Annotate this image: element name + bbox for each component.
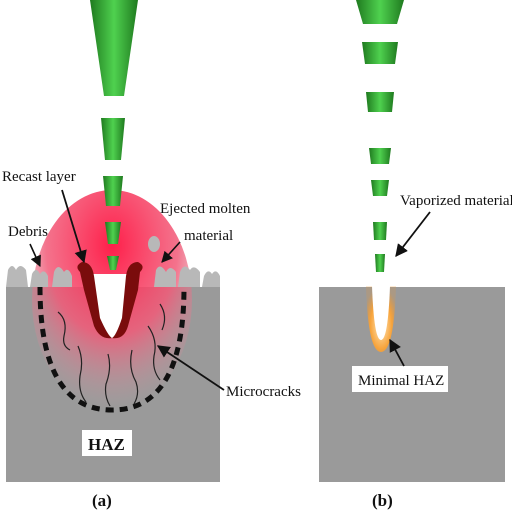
- recast-layer-right: [112, 262, 143, 339]
- vapor-cloud: [353, 219, 409, 271]
- minimal-haz-label-box: [352, 366, 448, 392]
- haz-label-box: [82, 430, 132, 456]
- cut-groove-b: [372, 286, 390, 340]
- laser-beam-a: [90, 0, 138, 270]
- label-debris: Debris: [8, 224, 48, 240]
- arrow-vaporized: [395, 211, 431, 257]
- arrow-recast-layer: [61, 189, 87, 264]
- debris-particles: [6, 236, 220, 287]
- arrow-minimal-haz: [389, 338, 405, 367]
- laser-beam-b: [356, 0, 404, 272]
- label-haz: HAZ: [88, 435, 125, 454]
- arrow-ejected: [161, 241, 181, 263]
- label-microcracks: Microcracks: [226, 384, 301, 400]
- panel-b: Vaporized material Minimal HAZ (b): [319, 0, 512, 510]
- label-minimal-haz: Minimal HAZ: [358, 373, 444, 389]
- label-ejected-line2: material: [184, 228, 233, 244]
- label-ejected-line1: Ejected molten: [160, 201, 251, 217]
- label-vaporized: Vaporized material: [400, 193, 512, 209]
- haz-boundary-dashed: [37, 286, 187, 413]
- caption-a: (a): [92, 491, 112, 510]
- label-recast-layer: Recast layer: [2, 169, 76, 185]
- panel-a: Recast layer Debris Ejected molten mater…: [2, 0, 301, 510]
- microcracks-lines: [57, 303, 166, 407]
- arrow-microcracks: [156, 345, 225, 391]
- recast-layer-left: [77, 262, 112, 339]
- caption-b: (b): [372, 491, 393, 510]
- arrow-debris: [29, 243, 41, 268]
